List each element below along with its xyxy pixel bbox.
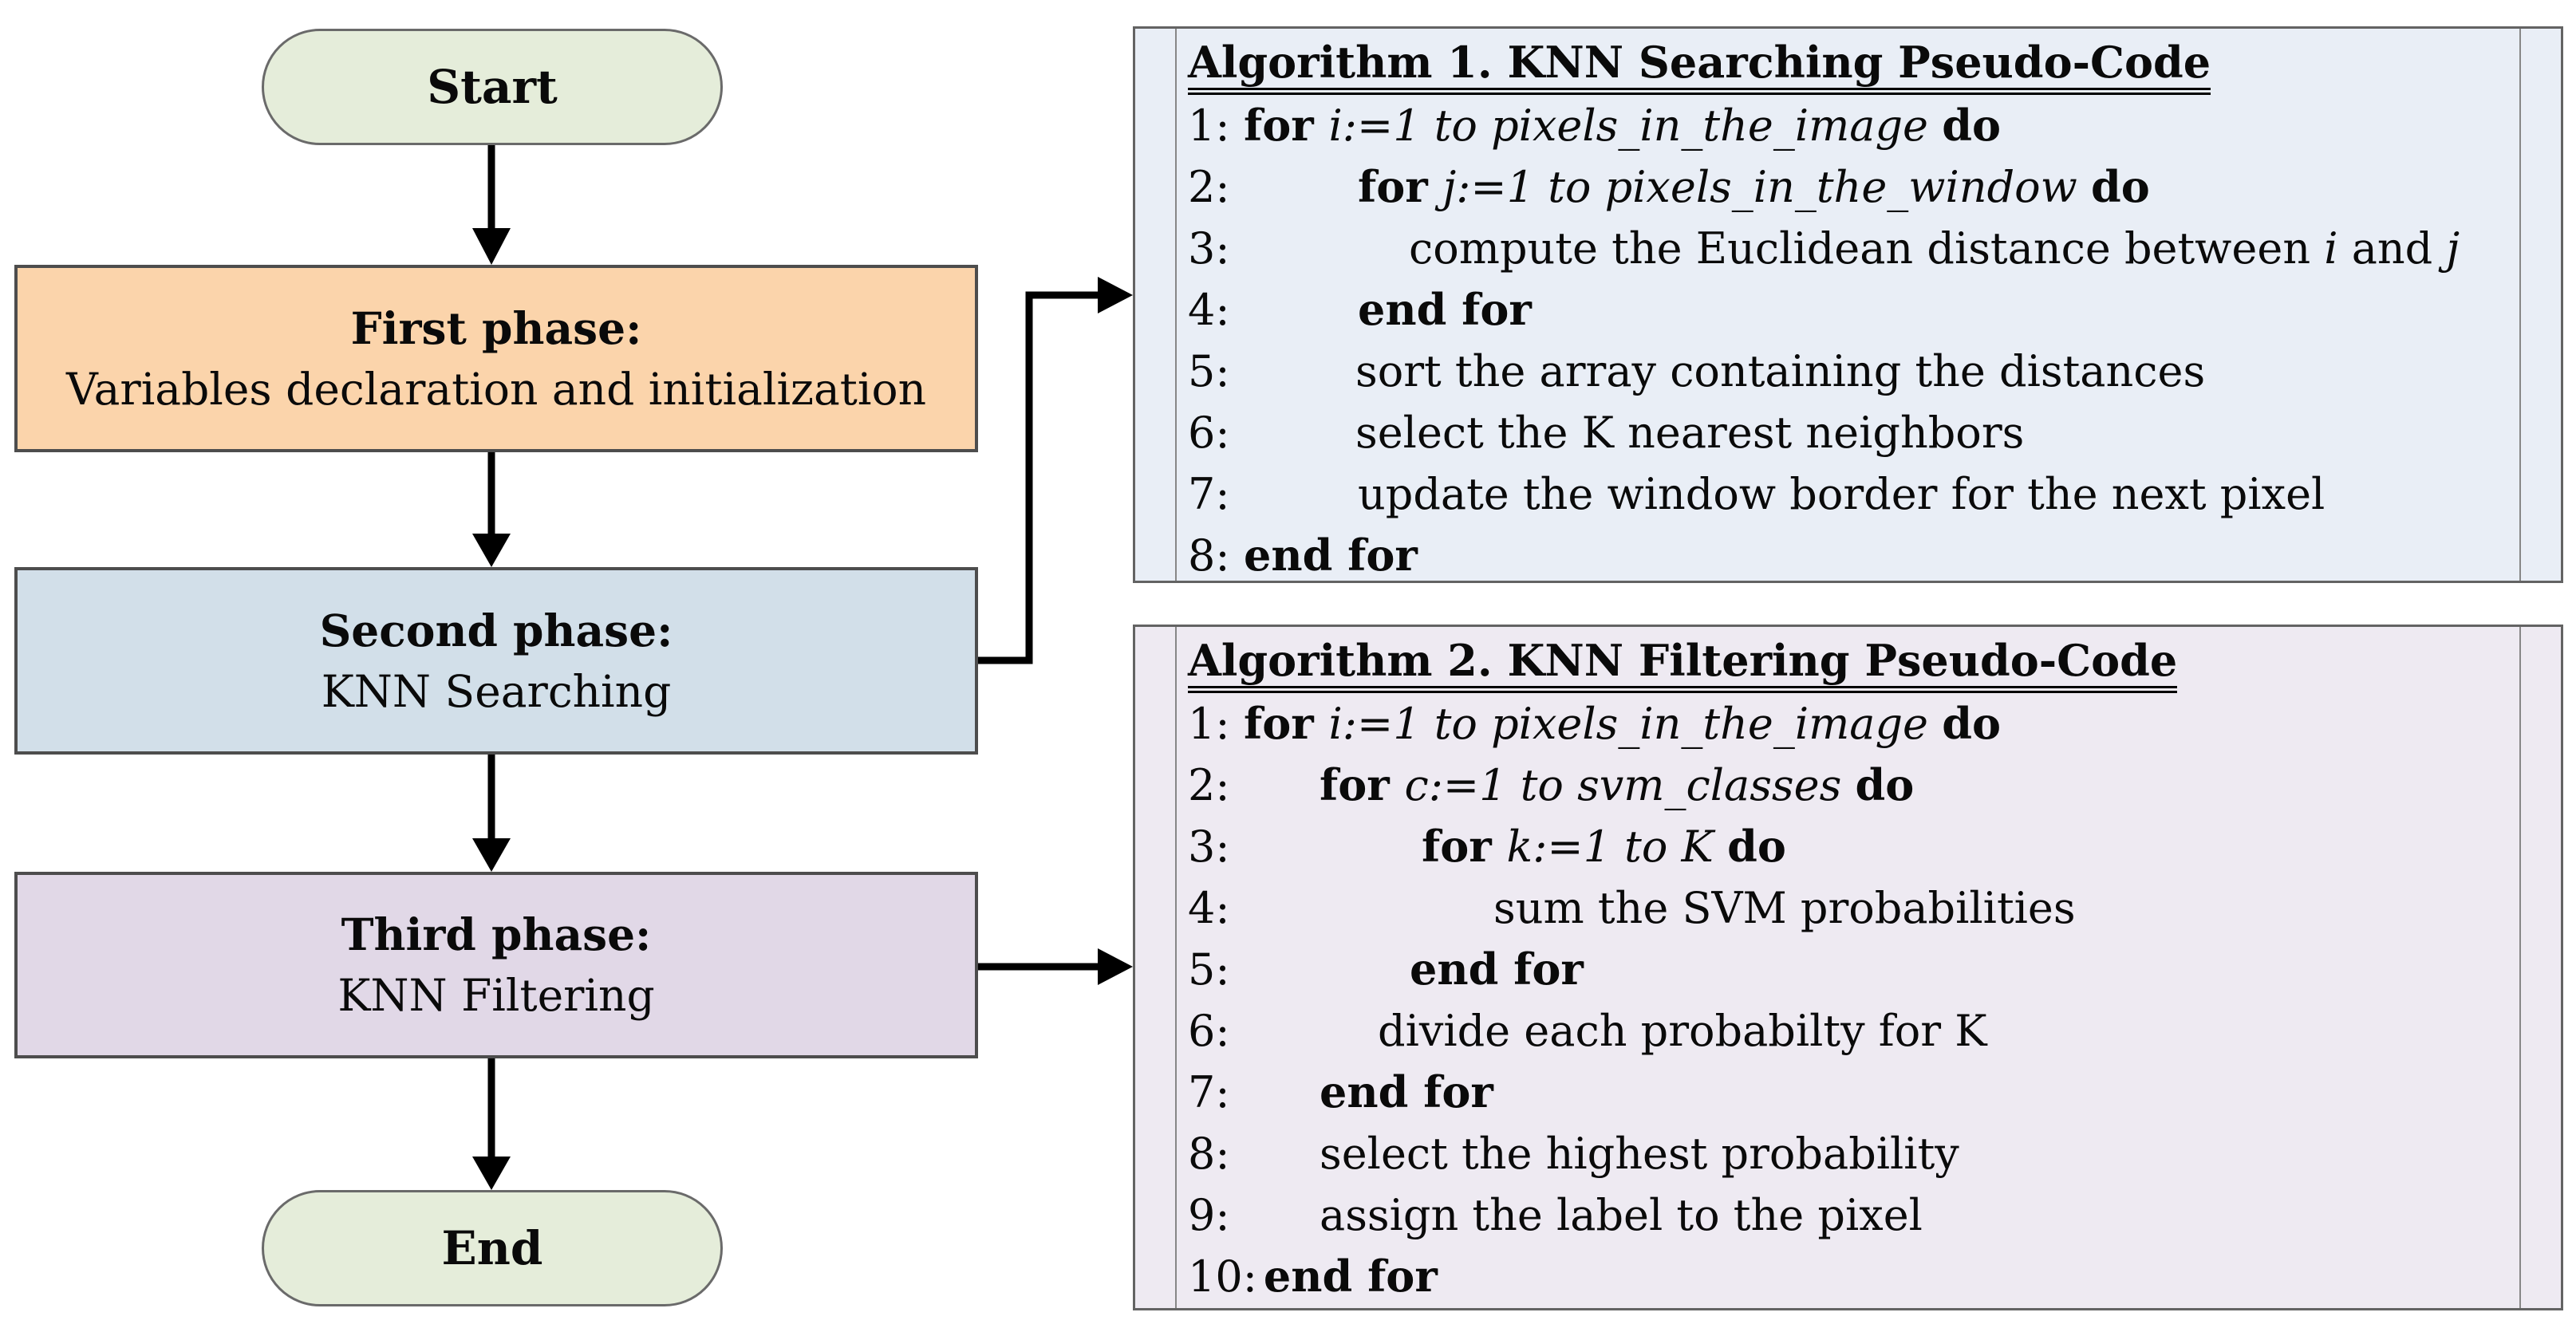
end-node: End bbox=[262, 1190, 723, 1306]
phase2-node: Second phase: KNN Searching bbox=[14, 567, 978, 755]
pseudocode-line: 9:assign the label to the pixel bbox=[1188, 1190, 1923, 1240]
pseudocode-line: 3:compute the Euclidean distance between… bbox=[1188, 223, 2460, 274]
connector-phase2-to-algorithm1-line bbox=[978, 291, 1099, 664]
algorithm2-content: Algorithm 2. KNN Filtering Pseudo-Code 1… bbox=[1175, 627, 2521, 1308]
pseudocode-line: 7:update the window border for the next … bbox=[1188, 469, 2326, 519]
phase3-title: Third phase: bbox=[341, 908, 652, 960]
pseudocode-line: 1:for i:=1 to pixels_in_the_image do bbox=[1188, 100, 2001, 151]
pseudocode-line: 4:end for bbox=[1188, 284, 1532, 335]
phase2-subtitle: KNN Searching bbox=[321, 665, 672, 717]
pseudocode-line: 6:divide each probabilty for K bbox=[1188, 1006, 1987, 1056]
algorithm1-box: Algorithm 1. KNN Searching Pseudo-Code 1… bbox=[1133, 26, 2563, 583]
arrowhead-phase3-to-end bbox=[472, 1157, 511, 1190]
pseudocode-line: 5:end for bbox=[1188, 944, 1584, 995]
phase2-title: Second phase: bbox=[319, 604, 673, 656]
end-label: End bbox=[441, 1221, 543, 1275]
start-node: Start bbox=[262, 29, 723, 145]
algorithm2-title: Algorithm 2. KNN Filtering Pseudo-Code bbox=[1188, 635, 2178, 693]
arrowhead-to-algorithm2 bbox=[1098, 948, 1133, 985]
pseudocode-line: 8:select the highest probability bbox=[1188, 1129, 1959, 1179]
pseudocode-line: 8:end for bbox=[1188, 530, 1418, 581]
pseudocode-line: 10:end for bbox=[1188, 1251, 1438, 1302]
phase3-node: Third phase: KNN Filtering bbox=[14, 872, 978, 1058]
arrowhead-phase1-to-phase2 bbox=[472, 534, 511, 567]
algorithm1-title: Algorithm 1. KNN Searching Pseudo-Code bbox=[1188, 37, 2211, 95]
arrowhead-phase2-to-phase3 bbox=[472, 838, 511, 872]
pseudocode-line: 7:end for bbox=[1188, 1066, 1493, 1117]
pseudocode-line: 2:for c:=1 to svm_classes do bbox=[1188, 759, 1915, 810]
algorithm2-box: Algorithm 2. KNN Filtering Pseudo-Code 1… bbox=[1133, 625, 2563, 1310]
pseudocode-line: 4:sum the SVM probabilities bbox=[1188, 883, 2076, 933]
algorithm1-code: 1:for i:=1 to pixels_in_the_image do 2:fo… bbox=[1188, 95, 2511, 581]
phase1-node: First phase: Variables declaration and i… bbox=[14, 265, 978, 452]
algorithm1-content: Algorithm 1. KNN Searching Pseudo-Code 1… bbox=[1175, 29, 2521, 581]
arrowhead-to-algorithm1 bbox=[1098, 277, 1133, 313]
phase3-subtitle: KNN Filtering bbox=[337, 970, 655, 1021]
pseudocode-line: 5:sort the array containing the distance… bbox=[1188, 346, 2206, 396]
arrowhead-start-to-phase1 bbox=[472, 228, 511, 265]
algorithm2-code: 1:for i:=1 to pixels_in_the_image do 2:fo… bbox=[1188, 693, 2511, 1307]
pseudocode-line: 1:for i:=1 to pixels_in_the_image do bbox=[1188, 698, 2001, 749]
phase1-subtitle: Variables declaration and initialization bbox=[65, 363, 927, 415]
pseudocode-line: 3:for k:=1 to K do bbox=[1188, 821, 1786, 872]
pseudocode-line: 6:select the K nearest neighbors bbox=[1188, 408, 2025, 458]
start-label: Start bbox=[427, 60, 558, 114]
phase1-title: First phase: bbox=[350, 301, 642, 354]
pseudocode-line: 2:for j:=1 to pixels_in_the_window do bbox=[1188, 161, 2150, 212]
